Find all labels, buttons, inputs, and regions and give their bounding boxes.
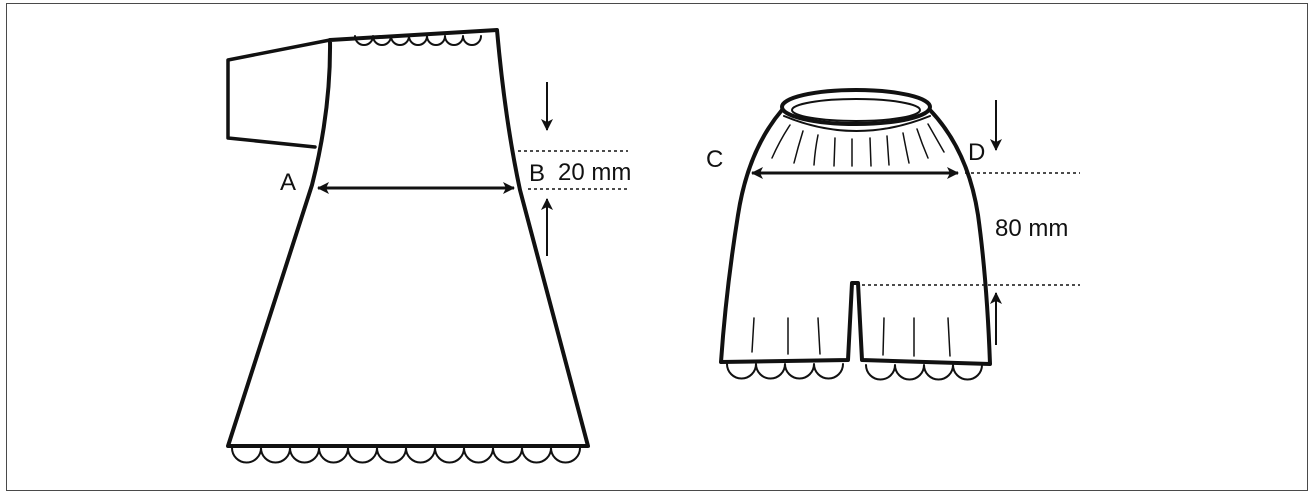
shorts-leg-folds [751, 317, 951, 357]
dress-hem-scallops [231, 447, 581, 464]
shorts-measurement-label: 80 mm [995, 215, 1068, 242]
label-a: A [280, 169, 296, 196]
dress-body [226, 28, 590, 448]
label-c: C [706, 146, 723, 173]
dress-sleeve [226, 38, 332, 149]
dress-measurement-label: 20 mm [558, 159, 631, 186]
label-d: D [968, 139, 985, 166]
figure-frame [6, 3, 1308, 491]
shorts [719, 88, 992, 381]
shorts-hem-scallops-right [865, 364, 983, 381]
shorts-outline [719, 108, 992, 366]
dress-neck-scallops [354, 35, 482, 46]
shorts-gathers [771, 123, 945, 167]
shorts-waistband-inner [791, 98, 921, 122]
label-b: B [529, 160, 545, 187]
dress [226, 28, 590, 464]
shorts-hem-scallops-left [726, 363, 844, 380]
shorts-waistband-outer [780, 88, 932, 126]
shorts-waistband-bottom [783, 115, 931, 132]
